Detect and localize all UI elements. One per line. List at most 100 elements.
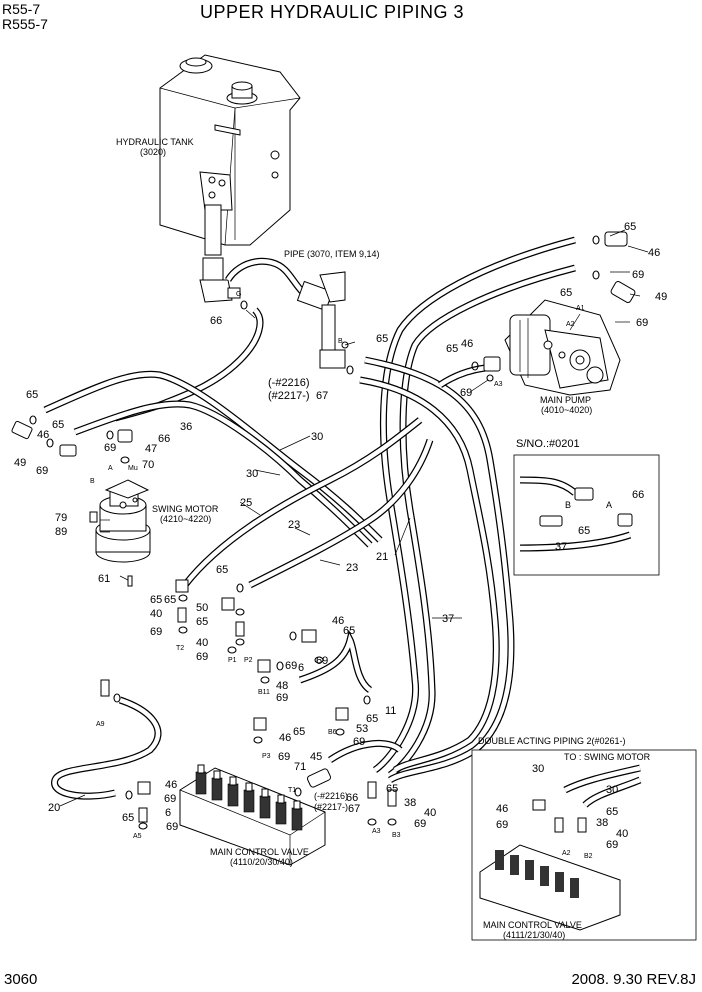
callout-c67: 65 [122, 812, 134, 824]
callout-c66: 69 [164, 793, 176, 805]
inset-double-label-3: 65 [606, 806, 618, 818]
callout-c23: 30 [311, 431, 323, 443]
callout-c41: 69 [196, 651, 208, 663]
inset-double-label-5: 40 [616, 828, 628, 840]
serial-note-a: (-#2216) [268, 377, 310, 389]
callout-c32: 23 [346, 562, 358, 574]
callout-c12: 69 [460, 387, 472, 399]
leader-lines [59, 229, 649, 807]
callout-c30: 65 [216, 564, 228, 576]
callout-c26: 23 [288, 519, 300, 531]
callout-c68: 6 [165, 807, 171, 819]
inset-serial-label-1: 66 [632, 489, 644, 501]
callout-c21: 49 [14, 457, 26, 469]
inset-double-mcv-name: MAIN CONTROL VALVE [483, 920, 582, 930]
callout-c51: 65 [366, 713, 378, 725]
port-label-p18: A5 [133, 833, 142, 840]
inset-serial-title: S/NO.:#0201 [516, 438, 580, 450]
inset-double-acting [471, 749, 697, 941]
port-label-p9: T2 [176, 645, 184, 652]
callout-c60: 65 [386, 783, 398, 795]
inset-serial-label-3: B [565, 500, 571, 510]
callout-c31: 65 [164, 594, 176, 606]
callout-c59: 67 [348, 803, 360, 815]
hydraulic-tank-label: HYDRAULIC TANK [116, 137, 194, 147]
hoses [43, 236, 576, 800]
callout-c37: 69 [150, 626, 162, 638]
inset-double-label-6: 69 [606, 839, 618, 851]
inset-double-title: DOUBLE ACTING PIPING 2(#0261-) [478, 736, 626, 746]
callout-c39: 65 [196, 616, 208, 628]
callout-c46: 69 [285, 660, 297, 672]
callout-c7: 66 [210, 315, 222, 327]
main-pump-drawing [504, 299, 621, 396]
callout-c3: 69 [632, 269, 644, 281]
inset-double-label-10: A2 [562, 850, 571, 857]
serial-note-b: (#2217-) [268, 390, 310, 402]
callout-c62: 40 [424, 807, 436, 819]
model-number-2: R555-7 [2, 16, 48, 32]
callout-c13: 65 [26, 389, 38, 401]
page-title: UPPER HYDRAULIC PIPING 3 [200, 2, 465, 22]
callout-c58: 66 [346, 792, 358, 804]
inset-serial-0201 [513, 454, 660, 576]
callout-c6: 69 [636, 317, 648, 329]
callout-c56: 45 [310, 751, 322, 763]
callout-c38: 50 [196, 602, 208, 614]
port-label-p2: A2 [566, 321, 575, 328]
callout-c11: 46 [461, 338, 473, 350]
hydraulic-tank-drawing [159, 54, 301, 303]
inset-serial-label-2: A [606, 500, 612, 510]
callout-c50: 11 [385, 705, 396, 717]
callout-c36: 40 [150, 608, 162, 620]
callout-c65: 46 [165, 779, 177, 791]
inset-double-subtitle: TO : SWING MOTOR [564, 752, 651, 762]
port-label-p7: B [90, 478, 95, 485]
model-number-1: R55-7 [2, 1, 41, 17]
callout-c15: 65 [52, 419, 64, 431]
callout-c64: 20 [48, 802, 60, 814]
hydraulic-tank-code: (3020) [140, 147, 166, 157]
callout-c45: 6 [298, 662, 304, 674]
port-label-p15: T1 [288, 787, 296, 794]
callout-c5: 49 [655, 291, 667, 303]
serial-note-c: (-#2216) [314, 791, 348, 801]
callout-c20: 70 [142, 459, 154, 471]
main-control-valve-drawing [179, 764, 326, 866]
swing-motor-label: SWING MOTOR [152, 504, 219, 514]
port-label-p1: A1 [576, 305, 585, 312]
callout-c57: 71 [294, 761, 306, 773]
callout-c17: 69 [104, 442, 116, 454]
port-label-p6: A [108, 465, 113, 472]
mcv-code: (4110/20/30/40) [230, 857, 293, 867]
port-label-p14: B6 [328, 729, 337, 736]
pipe-3070-label: PIPE (3070, ITEM 9,14) [284, 249, 380, 259]
callout-c4: 65 [560, 287, 572, 299]
callout-c42: 46 [332, 615, 344, 627]
mcv-label: MAIN CONTROL VALVE [210, 847, 309, 857]
callout-c1: 65 [624, 221, 636, 233]
inset-serial-label-5: 37 [555, 541, 567, 553]
callout-c27: 79 [55, 512, 67, 524]
swing-motor-code: (4210~4220) [160, 514, 211, 524]
callout-c47: 48 [276, 680, 288, 692]
inset-double-label-7: B2 [584, 853, 593, 860]
callout-c35: 65 [150, 594, 162, 606]
port-label-p10: P1 [228, 657, 237, 664]
callout-c18: 66 [158, 433, 170, 445]
callout-c40: 40 [196, 637, 208, 649]
port-label-p11: P2 [244, 657, 253, 664]
port-label-p12: B11 [258, 689, 270, 696]
callout-c14: 46 [37, 429, 49, 441]
callout-c10: 65 [446, 343, 458, 355]
fittings [11, 231, 636, 830]
callout-c24: 30 [246, 468, 258, 480]
callout-c54: 69 [353, 736, 365, 748]
callout-c16: 36 [180, 421, 192, 433]
port-label-p13: P3 [262, 753, 271, 760]
inset-double-mcv-code: (4111/21/30/40) [503, 930, 565, 940]
callout-c19: 47 [145, 443, 157, 455]
